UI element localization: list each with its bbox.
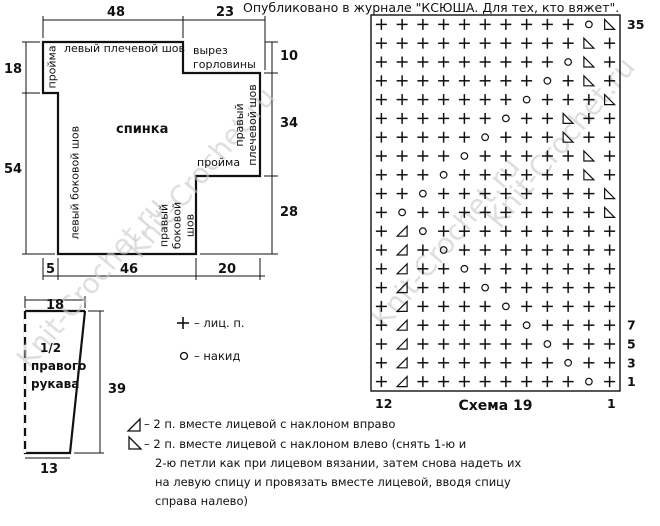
legend-k2tog-left-line-3: на левую спицу и провязать вместе лицево…	[155, 475, 511, 489]
legend-k2tog-right-symbol	[126, 417, 141, 432]
dim-bottom-mid: 46	[120, 262, 139, 277]
watermark-3: Knit-Crochet.ru	[365, 151, 527, 335]
sleeve-title-1: 1/2	[40, 341, 62, 355]
label-left-shoulder: левый плечевой шов	[64, 42, 186, 55]
dim-bottom-right: 20	[218, 262, 237, 277]
label-right-side: правый боковой шов	[157, 201, 197, 250]
legend-k2tog-left-line-2: 2-ю петли как при лицевом вязании, затем…	[155, 456, 522, 470]
sleeve-title-2: правого	[31, 359, 87, 373]
dim-neck-width: 23	[216, 5, 235, 20]
legend-k2tog-left-symbol	[128, 435, 143, 450]
sleeve-title-3: рукава	[31, 377, 80, 391]
sleeve-dim-height: 39	[108, 382, 127, 397]
dim-top-width: 48	[107, 5, 126, 20]
label-neck: вырез горловины	[193, 44, 256, 71]
legend-knit-symbol	[177, 317, 189, 329]
legend-k2tog-right-text: – 2 п. вместе лицевой с наклоном вправо	[144, 417, 396, 431]
label-armhole-right: пройма	[197, 156, 241, 169]
back-outline	[41, 40, 262, 256]
watermark-4: Knit-Crochet.ru	[480, 51, 642, 235]
dim-bottom-left: 5	[46, 262, 56, 277]
dim-right-low: 28	[280, 205, 299, 220]
sleeve-dim-bottom: 13	[40, 462, 59, 477]
sleeve-dim-top: 18	[46, 298, 65, 313]
label-armhole-left: пройма	[45, 45, 59, 89]
label-left-side: левый боковой шов	[68, 125, 82, 240]
legend-k2tog-left-line-4: справа налево)	[155, 494, 248, 508]
dim-left-step: 18	[4, 62, 23, 77]
legend-k2tog-left-line-1: – 2 п. вместе лицевой с наклоном влево (…	[144, 437, 467, 451]
dim-right-mid: 34	[280, 116, 299, 131]
dim-left-height: 54	[4, 162, 23, 177]
legend-knit-text: – лиц. п.	[194, 316, 245, 330]
back-title: спинка	[116, 122, 169, 137]
legend-yo-symbol	[179, 351, 189, 361]
legend-yo-text: – накид	[194, 349, 241, 363]
header-caption: Опубликовано в журнале "КСЮША. Для тех, …	[243, 0, 620, 15]
dim-neck-depth: 10	[280, 49, 299, 64]
